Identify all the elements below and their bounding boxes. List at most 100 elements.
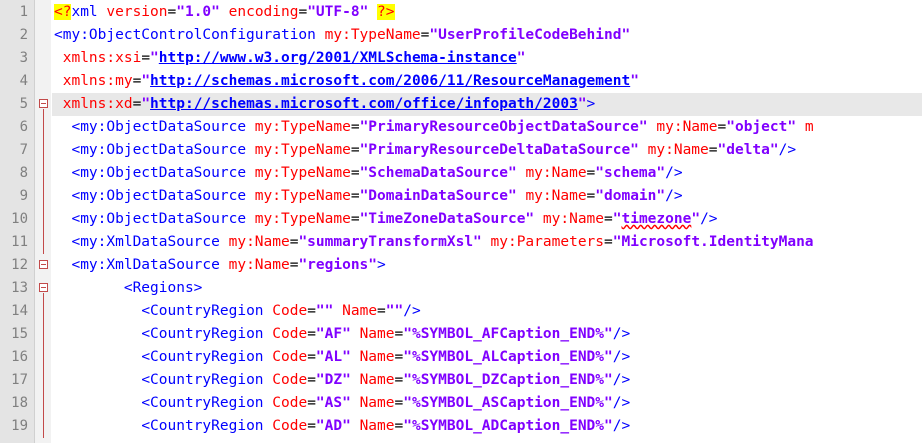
fold-guide-line (43, 293, 44, 438)
code-line[interactable]: 8 <my:ObjectDataSource my:TypeName="Sche… (0, 162, 922, 185)
code-token: = (307, 349, 316, 365)
code-token: /> (612, 349, 631, 365)
line-number: 18 (11, 395, 28, 411)
code-token: <CountryRegion (141, 372, 273, 388)
code-token: = (717, 119, 727, 135)
code-token: Name (342, 303, 378, 319)
code-token: = (289, 234, 299, 250)
code-token: = (350, 211, 360, 227)
code-token: = (394, 349, 404, 365)
code-token: /> (665, 165, 683, 181)
code-token (54, 395, 141, 411)
code-token: Name (359, 349, 395, 365)
code-token: my:Name (656, 119, 718, 135)
code-token: /> (612, 395, 631, 411)
code-line[interactable]: 7 <my:ObjectDataSource my:TypeName="Prim… (0, 139, 922, 162)
code-line[interactable]: 16 <CountryRegion Code="AL" Name="%SYMBO… (0, 346, 922, 369)
code-token: <my:XmlDataSource (71, 257, 229, 273)
line-number: 7 (19, 142, 28, 158)
code-token: Name (359, 395, 395, 411)
code-line[interactable]: 5 xmlns:xd="http://schemas.microsoft.com… (0, 93, 922, 116)
code-token (54, 257, 71, 273)
code-token: version (106, 4, 168, 20)
code-token (351, 349, 360, 365)
code-token: = (167, 4, 177, 20)
code-text: <my:ObjectDataSource my:TypeName="Domain… (54, 185, 682, 208)
code-token: <CountryRegion (141, 326, 273, 342)
code-token: "PrimaryResourceObjectDataSource" (359, 119, 648, 135)
code-text: <my:XmlDataSource my:Name="summaryTransf… (54, 231, 814, 254)
code-token: = (307, 326, 316, 342)
code-token: /> (612, 326, 631, 342)
code-token: "UTF-8" (307, 4, 369, 20)
code-line[interactable]: 15 <CountryRegion Code="AF" Name="%SYMBO… (0, 323, 922, 346)
code-line[interactable]: 2<my:ObjectControlConfiguration my:TypeN… (0, 24, 922, 47)
code-token (482, 234, 491, 250)
code-token: /> (612, 418, 631, 434)
code-text: <CountryRegion Code="DZ" Name="%SYMBOL_D… (54, 369, 630, 392)
code-line[interactable]: 18 <CountryRegion Code="AS" Name="%SYMBO… (0, 392, 922, 415)
code-token: "Microsoft.IdentityMana (612, 234, 814, 250)
code-token: my:TypeName (254, 142, 351, 158)
code-token (351, 326, 360, 342)
code-token: Code (272, 372, 308, 388)
line-number: 10 (11, 211, 28, 227)
code-line[interactable]: 14 <CountryRegion Code="" Name=""/> (0, 300, 922, 323)
code-token: "" (315, 303, 334, 319)
code-text: <?xml version="1.0" encoding="UTF-8" ?> (54, 1, 395, 24)
code-line[interactable]: 19 <CountryRegion Code="AD" Name="%SYMBO… (0, 415, 922, 438)
code-line[interactable]: 6 <my:ObjectDataSource my:TypeName="Prim… (0, 116, 922, 139)
line-number: 11 (11, 234, 28, 250)
code-line[interactable]: 9 <my:ObjectDataSource my:TypeName="Doma… (0, 185, 922, 208)
code-token: "%SYMBOL_ALCaption_END%" (403, 349, 613, 365)
code-line[interactable]: 3 xmlns:xsi="http://www.w3.org/2001/XMLS… (0, 47, 922, 70)
fold-collapse-icon[interactable] (39, 260, 48, 269)
code-token: "DomainDataSource" (359, 188, 517, 204)
code-text: xmlns:xsi="http://www.w3.org/2001/XMLSch… (54, 47, 526, 70)
url-link[interactable]: http://www.w3.org/2001/XMLSchema-instanc… (158, 50, 517, 66)
code-line[interactable]: 17 <CountryRegion Code="DZ" Name="%SYMBO… (0, 369, 922, 392)
code-token: "AS" (315, 395, 351, 411)
code-token (54, 50, 63, 66)
line-number: 12 (11, 257, 28, 273)
code-token (54, 326, 141, 342)
fold-collapse-icon[interactable] (39, 283, 48, 292)
code-token: my:Parameters (490, 234, 605, 250)
code-token: xml (71, 4, 107, 20)
code-token (534, 211, 543, 227)
code-text: <Regions> (54, 277, 203, 300)
line-number: 9 (19, 188, 28, 204)
code-line[interactable]: 1<?xml version="1.0" encoding="UTF-8" ?> (0, 1, 922, 24)
code-line[interactable]: 12 <my:XmlDataSource my:Name="regions"> (0, 254, 922, 277)
code-token: = (289, 257, 299, 273)
code-line[interactable]: 4 xmlns:my="http://schemas.microsoft.com… (0, 70, 922, 93)
url-link[interactable]: http://schemas.microsoft.com/2006/11/Res… (150, 73, 631, 89)
code-token (54, 211, 71, 227)
code-token: Code (272, 395, 308, 411)
code-token (54, 96, 63, 112)
code-token: my:Name (542, 211, 605, 227)
code-token: = (298, 4, 308, 20)
code-token: "DZ" (315, 372, 351, 388)
code-token: = (604, 234, 613, 250)
code-token: " (612, 211, 622, 227)
code-line[interactable]: 13 <Regions> (0, 277, 922, 300)
code-token: " (516, 50, 526, 66)
code-token: <Regions> (123, 280, 203, 296)
code-text: <my:XmlDataSource my:Name="regions"> (54, 254, 385, 277)
fold-collapse-icon[interactable] (39, 99, 48, 108)
code-token: = (132, 73, 142, 89)
code-token: <my:ObjectDataSource (71, 119, 255, 135)
url-link[interactable]: http://schemas.microsoft.com/office/info… (150, 96, 578, 112)
code-token: = (420, 27, 430, 43)
code-token (54, 372, 141, 388)
code-token: <CountryRegion (141, 349, 273, 365)
code-token: = (708, 142, 718, 158)
code-token: "object" (726, 119, 797, 135)
code-line[interactable]: 11 <my:XmlDataSource my:Name="summaryTra… (0, 231, 922, 254)
code-token: my:Name (525, 165, 587, 181)
code-text: <CountryRegion Code="" Name=""/> (54, 300, 420, 323)
code-token (54, 165, 71, 181)
code-line[interactable]: 10 <my:ObjectDataSource my:TypeName="Tim… (0, 208, 922, 231)
